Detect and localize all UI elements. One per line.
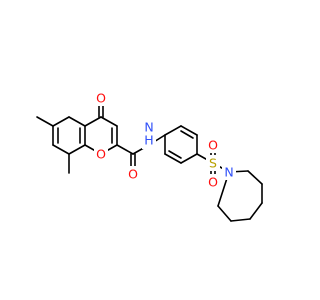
c2-carbonyl-bond xyxy=(116,144,134,155)
sulfonyl-oxygen-top-label: O xyxy=(208,138,218,153)
azepane-nitrogen-label: N xyxy=(224,165,233,180)
sulfonyl-oxygen-bottom: O xyxy=(206,174,220,190)
structure-canvas: O O O N H S O O N xyxy=(36,90,263,222)
ring-oxygen-label: O xyxy=(96,147,106,162)
methyl-6-bond xyxy=(36,116,54,127)
bond xyxy=(217,205,232,222)
bond xyxy=(68,116,86,127)
bond xyxy=(68,144,86,155)
bond xyxy=(180,153,198,164)
bond xyxy=(84,116,102,127)
sulfur-label: S xyxy=(209,156,217,171)
molecule-structure: O O O N H S O O N xyxy=(36,90,263,222)
bond xyxy=(52,116,70,127)
bond xyxy=(168,150,182,159)
phenylene-ring xyxy=(164,125,198,164)
ketone-oxygen: O xyxy=(94,90,108,106)
benzo-ring xyxy=(52,116,86,155)
bond xyxy=(164,125,182,136)
bond xyxy=(100,116,118,127)
sulfur-atom: S xyxy=(206,155,220,171)
bond xyxy=(180,130,194,139)
sulfonyl-oxygen-top: O xyxy=(206,137,220,153)
sulfonyl-oxygen-bottom-label: O xyxy=(208,175,218,190)
bond xyxy=(180,125,198,136)
ring-oxygen: O xyxy=(94,146,108,162)
amide-oxygen: O xyxy=(126,166,140,182)
azepane-nitrogen: N xyxy=(222,164,236,180)
ketone-oxygen-label: O xyxy=(96,91,106,106)
amide-hydrogen-label: H xyxy=(144,133,153,148)
amide-nitrogen-label: N xyxy=(144,120,153,135)
bond xyxy=(164,153,182,164)
bond xyxy=(249,202,263,220)
amide-nitrogen: N H xyxy=(142,114,156,149)
bond xyxy=(247,170,263,185)
bond xyxy=(52,144,70,155)
amide-oxygen-label: O xyxy=(128,167,138,182)
azepane-ring xyxy=(217,170,263,222)
bond xyxy=(230,218,251,222)
